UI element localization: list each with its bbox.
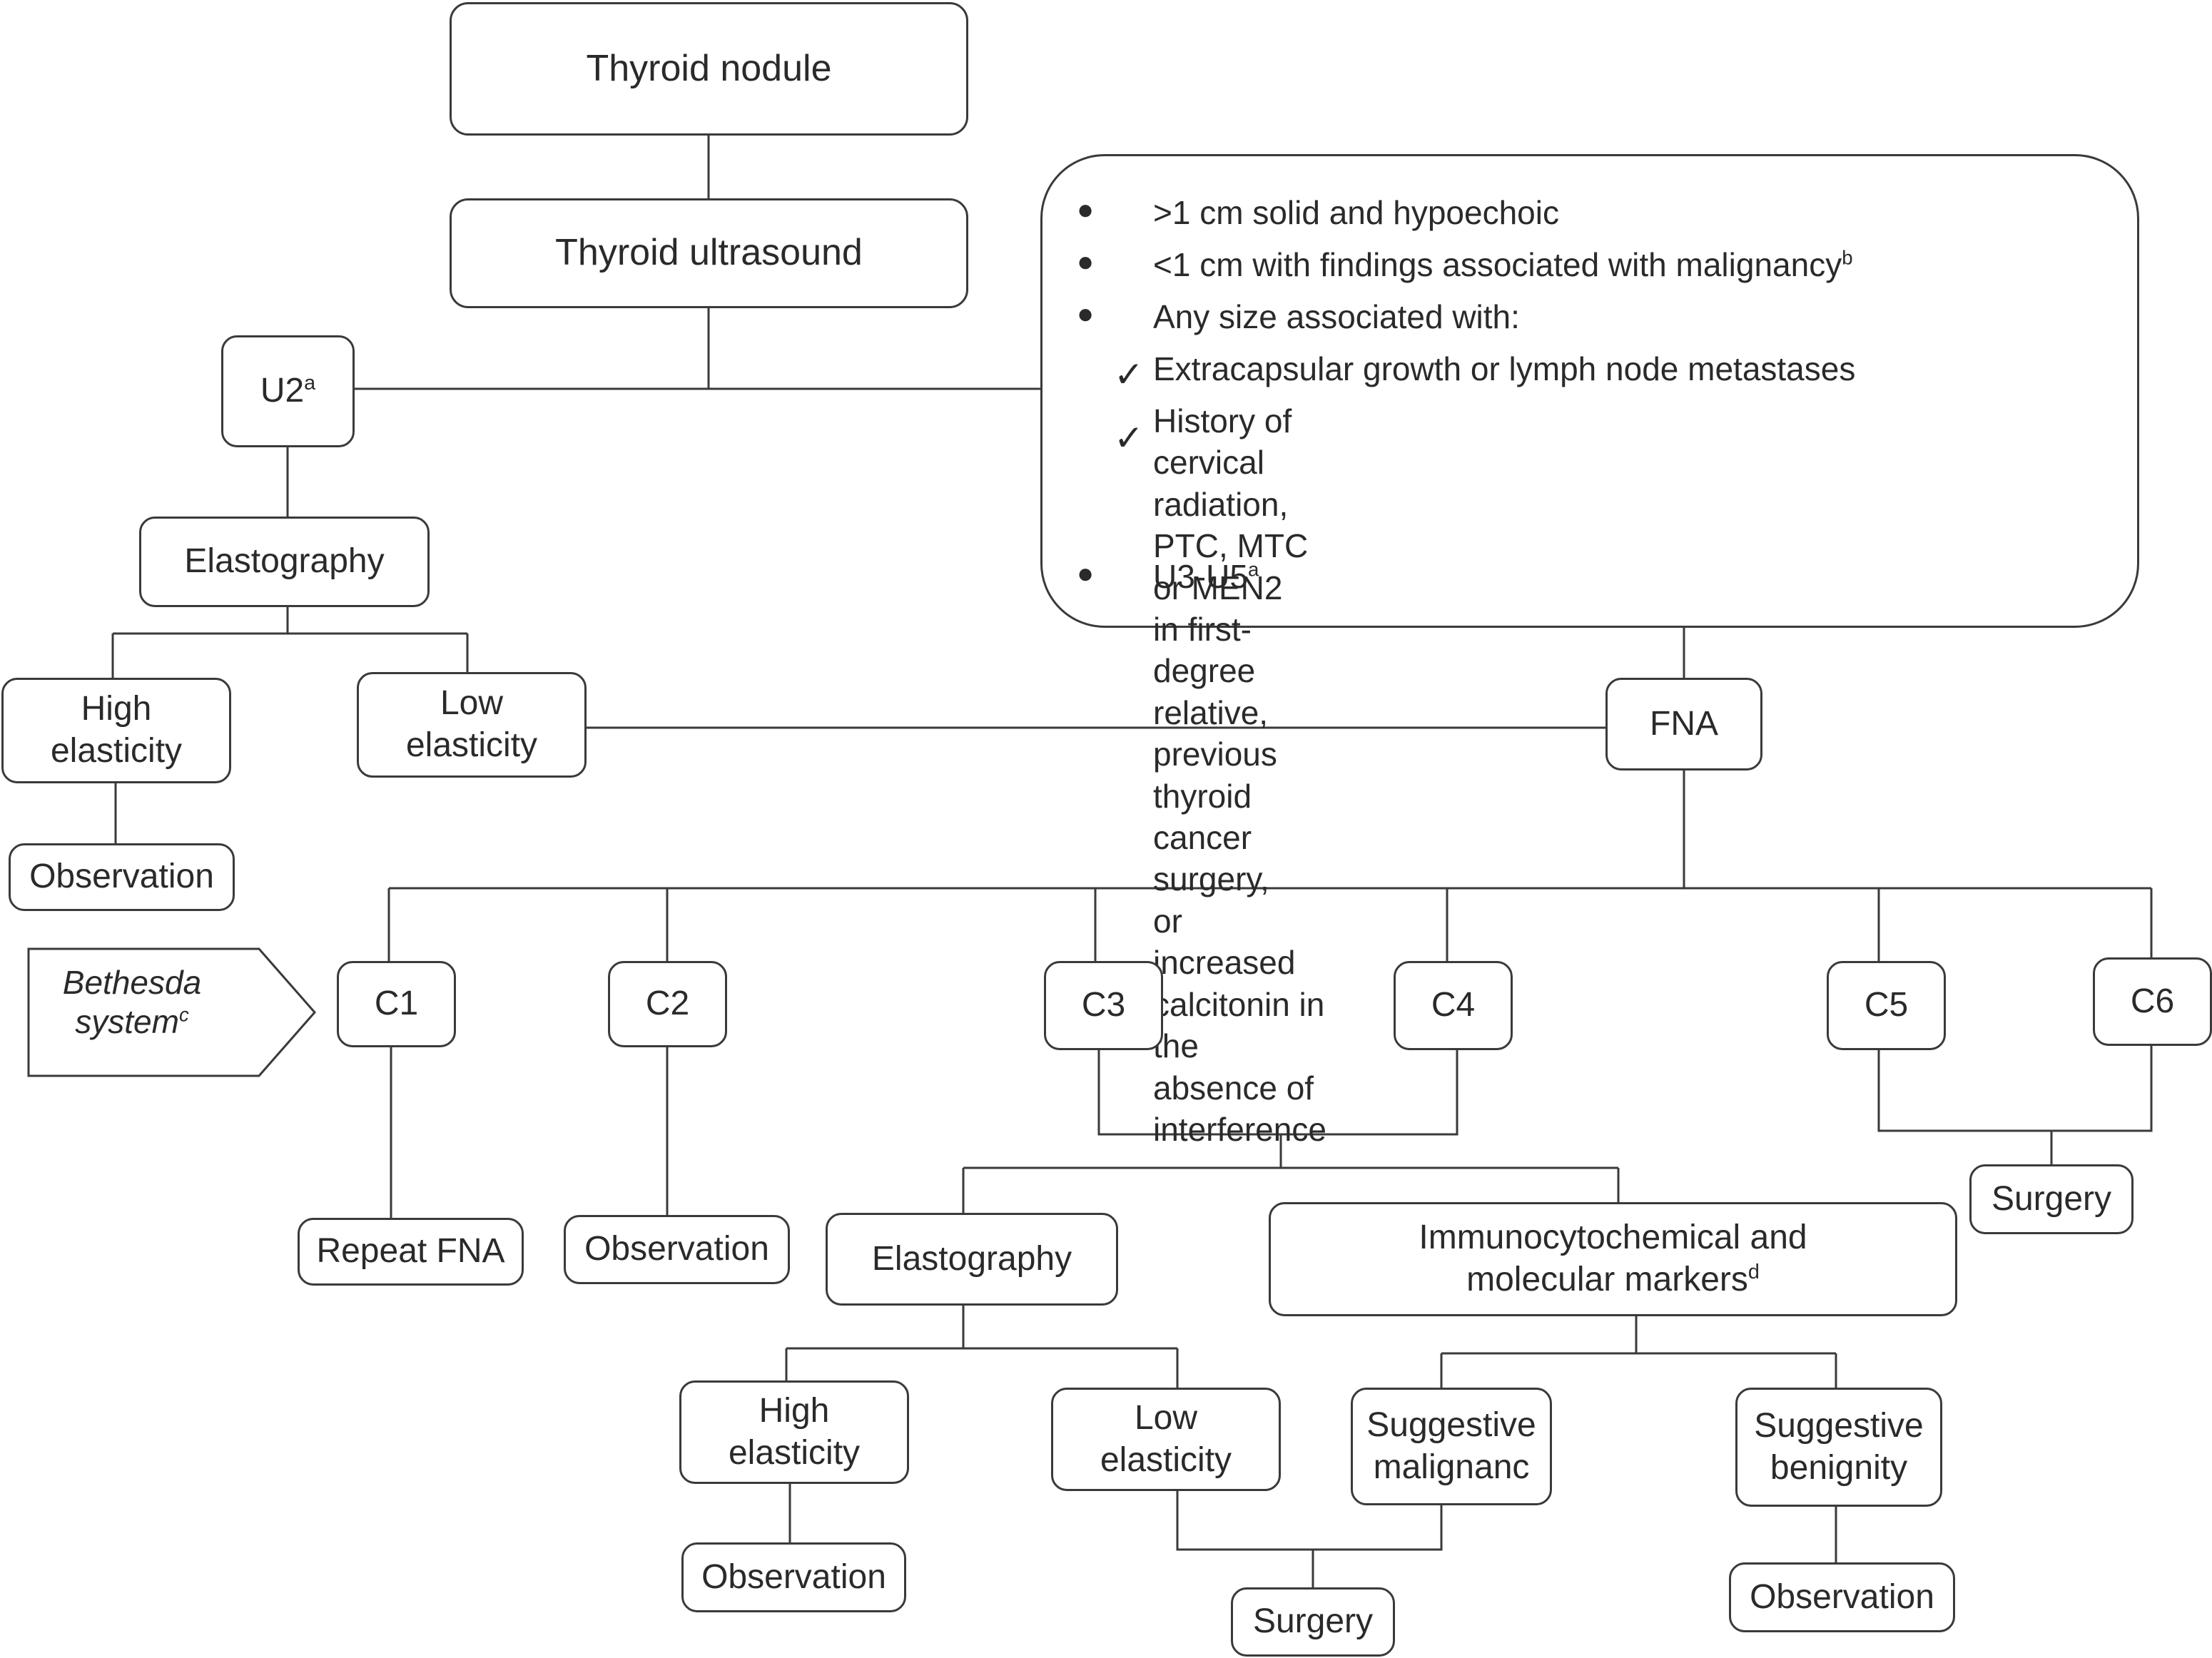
low-elasticity-top-label: Low elasticity [405,684,538,764]
surgery-bottom-label: Surgery [1252,1602,1374,1641]
fna-box: FNA [1605,678,1762,770]
c1-box: C1 [337,961,456,1047]
low-elasticity-top-box: Low elasticity [357,672,587,778]
c3-label: C3 [1081,986,1126,1024]
c2-label: C2 [645,985,690,1023]
c4-label: C4 [1431,986,1476,1024]
suggestive-benignity-label: Suggestive benignity [1754,1406,1924,1487]
footnote-d: d [1747,1261,1760,1283]
c4-box: C4 [1394,961,1513,1050]
c6-label: C6 [2130,982,2175,1020]
checkmark-icon: ✓ [1114,355,1144,395]
connector-c3-c4-merge [962,1050,1620,1213]
observation-benign-label: Observation [1750,1577,1934,1616]
thyroid-ultrasound-label: Thyroid ultrasound [555,232,863,274]
markers-box: Immunocytochemical and molecular markers… [1269,1202,1957,1316]
observation-c2-box: Observation [564,1215,790,1284]
repeat-fna-box: Repeat FNA [298,1218,524,1286]
surgery-c5-c6-label: Surgery [1991,1179,2112,1218]
suggestive-malignancy-box: Suggestive malignanc [1351,1388,1552,1505]
repeat-fna-label: Repeat FNA [316,1232,505,1271]
observation-top-box: Observation [9,843,235,911]
bullet-icon: ● [1077,246,1095,278]
connector-markers-split [1440,1316,1837,1388]
footnote-a: a [1247,558,1259,581]
surgery-c5-c6-box: Surgery [1969,1164,2134,1234]
connector-to-categories [387,888,2153,961]
observation-high-box: Observation [681,1542,906,1612]
c5-label: C5 [1864,986,1909,1024]
c5-box: C5 [1827,961,1946,1050]
c2-box: C2 [608,961,727,1047]
low-elasticity-bottom-box: Low elasticity [1051,1388,1281,1491]
fna-label: FNA [1650,704,1718,743]
u2-label: U2a [260,372,316,410]
c1-label: C1 [374,985,419,1023]
observation-c2-label: Observation [584,1230,769,1268]
surgery-bottom-box: Surgery [1231,1587,1395,1657]
connector-elastography-split [111,607,469,678]
bethesda-system-label: Bethesda systemc [62,964,202,1041]
footnote-b: b [1842,246,1853,269]
low-elasticity-bottom-label: Low elasticity [1100,1398,1232,1479]
footnote-c: c [178,1003,189,1026]
elastography-top-label: Elastography [184,542,385,581]
connector-to-surgery [1176,1491,1443,1587]
fna-criteria-box: ● >1 cm solid and hypoechoic ● <1 cm wit… [1040,154,2139,1148]
elastography-top-box: Elastography [139,517,430,607]
observation-high-label: Observation [701,1557,886,1596]
bullet-icon: ● [1077,194,1095,225]
thyroid-ultrasound-box: Thyroid ultrasound [450,198,968,308]
elastography-bottom-label: Elastography [871,1239,1072,1278]
high-elasticity-top-box: High elasticity [1,678,231,783]
bethesda-arrow-shape [27,947,316,1077]
high-elasticity-bottom-label: High elasticity [728,1391,861,1472]
thyroid-nodule-box: Thyroid nodule [450,2,968,136]
suggestive-malignancy-label: Suggestive malignanc [1366,1405,1536,1486]
c6-box: C6 [2093,957,2212,1046]
c3-box: C3 [1044,961,1163,1050]
bullet-icon: ● [1077,298,1095,330]
connector-fna-bethesda [389,770,2151,890]
checkmark-icon: ✓ [1114,418,1144,458]
u2-box: U2a [221,335,355,447]
observation-benign-box: Observation [1729,1562,1955,1632]
suggestive-benignity-box: Suggestive benignity [1735,1388,1942,1507]
high-elasticity-bottom-box: High elasticity [679,1380,909,1484]
u2-footnote: a [304,372,316,395]
bullet-icon: ● [1077,558,1095,589]
thyroid-nodule-label: Thyroid nodule [586,47,832,89]
observation-top-label: Observation [29,858,214,896]
connector-elastography-bottom-split [785,1306,1179,1388]
markers-label: Immunocytochemical and molecular markers… [1419,1219,1807,1298]
connector-c5-c6-merge [1877,1046,2153,1164]
elastography-bottom-box: Elastography [826,1213,1118,1306]
high-elasticity-top-label: High elasticity [50,690,183,770]
